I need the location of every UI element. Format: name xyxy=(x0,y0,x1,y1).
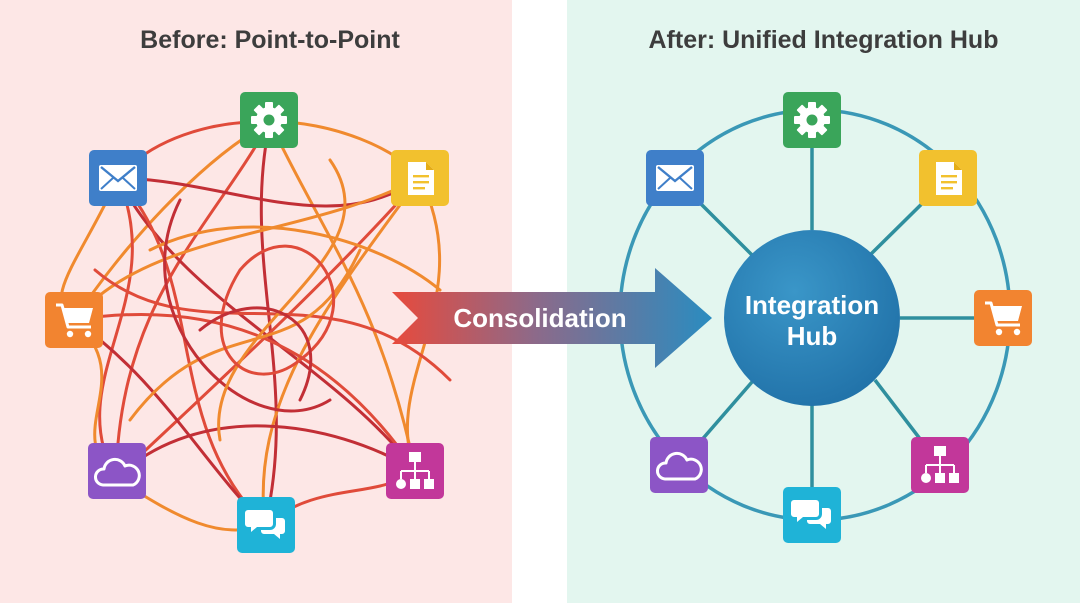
cart-icon xyxy=(985,301,1022,336)
email-icon xyxy=(99,165,137,191)
connection xyxy=(259,120,278,527)
connection xyxy=(116,176,267,527)
before-title: Before: Point-to-Point xyxy=(140,26,400,54)
connection xyxy=(114,176,422,480)
after-node-email xyxy=(646,150,704,206)
document-icon xyxy=(408,162,434,195)
before-node-cloud xyxy=(88,443,146,499)
after-node-cart xyxy=(974,290,1032,346)
cart-icon xyxy=(56,303,93,338)
gear-icon xyxy=(794,102,830,138)
connection xyxy=(114,120,272,480)
connection xyxy=(163,198,332,413)
before-node-document xyxy=(391,150,449,206)
connection xyxy=(72,312,417,472)
cloud-icon xyxy=(656,451,703,481)
connection xyxy=(219,244,335,376)
before-node-chat xyxy=(237,497,295,553)
hub-label-line1: Integration xyxy=(745,290,879,320)
after-node-cloud xyxy=(650,437,708,493)
workflow-icon xyxy=(396,452,434,489)
chat-icon xyxy=(245,510,285,539)
connection xyxy=(261,176,422,527)
connection xyxy=(116,176,422,208)
consolidation-arrow: Consolidation xyxy=(392,268,712,368)
before-node-cart xyxy=(45,292,103,348)
before-node-email xyxy=(89,150,147,206)
connection xyxy=(72,176,422,322)
after-node-document xyxy=(919,150,977,206)
connection xyxy=(116,176,417,472)
after-node-workflow xyxy=(911,437,969,493)
before-node-settings xyxy=(240,92,298,148)
after-title: After: Unified Integration Hub xyxy=(648,26,999,54)
cloud-icon xyxy=(94,457,141,487)
hub-label-line2: Hub xyxy=(787,321,838,351)
after-node-chat xyxy=(783,487,841,543)
workflow-icon xyxy=(921,446,959,483)
chat-icon xyxy=(791,500,831,529)
before-node-workflow xyxy=(386,443,444,499)
after-node-settings xyxy=(783,92,841,148)
gear-icon xyxy=(251,102,287,138)
email-icon xyxy=(656,165,694,191)
connection xyxy=(198,306,313,402)
connection xyxy=(98,176,134,480)
connection xyxy=(217,158,347,442)
connection xyxy=(114,424,417,480)
document-icon xyxy=(936,162,962,195)
connection xyxy=(148,225,442,292)
integration-hub: Integration Hub xyxy=(724,230,900,406)
consolidation-label: Consolidation xyxy=(453,303,626,333)
